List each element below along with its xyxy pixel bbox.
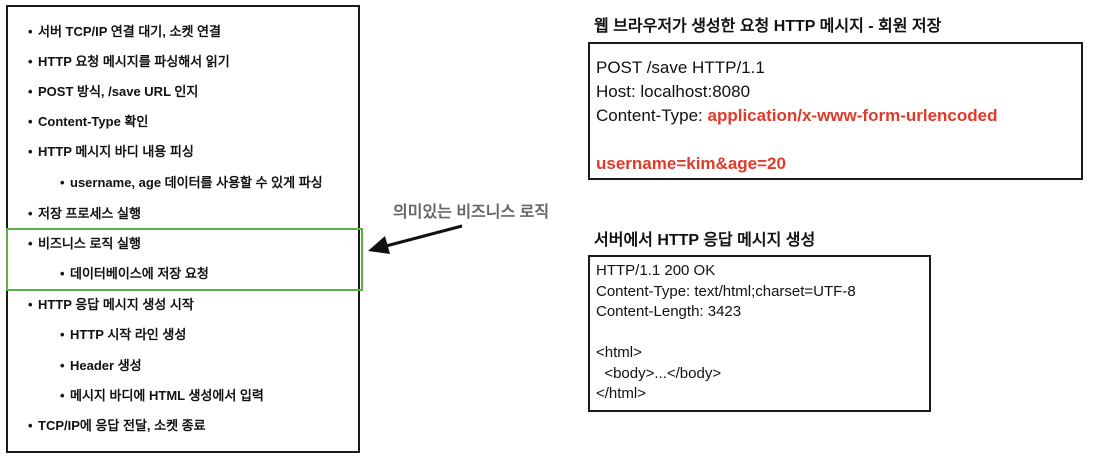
response-line: Content-Length: 3423 [596, 303, 742, 320]
bullet-icon: • [60, 175, 65, 190]
step-text: 비즈니스 로직 실행 [38, 236, 141, 251]
step-item: • HTTP 요청 메시지를 파싱해서 읽기 [28, 54, 230, 70]
response-line [596, 323, 929, 344]
business-logic-annotation: 의미있는 비즈니스 로직 [393, 204, 550, 221]
step-item: • 서버 TCP/IP 연결 대기, 소켓 연결 [28, 24, 221, 40]
step-item: • TCP/IP에 응답 전달, 소켓 종료 [28, 418, 206, 434]
response-line: Content-Type: text/html;charset=UTF-8 [596, 282, 856, 300]
response-line: <html> [596, 344, 642, 361]
step-text: Content-Type 확인 [38, 114, 149, 129]
step-text: 서버 TCP/IP 연결 대기, 소켓 연결 [38, 24, 221, 39]
response-line: </html> [596, 385, 647, 402]
bullet-icon: • [28, 114, 33, 129]
step-item: • Content-Type 확인 [28, 114, 148, 130]
business-logic-highlight [6, 228, 363, 291]
step-item: • 비즈니스 로직 실행 [28, 236, 141, 252]
request-message-box: POST /save HTTP/1.1 Host: localhost:8080… [588, 42, 1083, 180]
request-line: POST /save HTTP/1.1 [596, 58, 765, 77]
content-type-header: Content-Type: application/x-www-form-url… [596, 104, 1081, 128]
step-item: • HTTP 응답 메시지 생성 시작 [28, 297, 194, 313]
bullet-icon: • [28, 206, 33, 221]
blank-line [596, 128, 1081, 152]
step-text: POST 방식, /save URL 인지 [38, 84, 199, 99]
response-title: 서버에서 HTTP 응답 메시지 생성 [594, 232, 816, 249]
step-item: • username, age 데이터를 사용할 수 있게 파싱 [60, 175, 323, 191]
bullet-icon: • [60, 327, 65, 342]
response-line: HTTP/1.1 200 OK [596, 262, 716, 279]
bullet-icon: • [28, 236, 33, 251]
bullet-icon: • [28, 54, 33, 69]
arrow-head [368, 236, 390, 254]
bullet-icon: • [28, 24, 33, 39]
bullet-icon: • [28, 297, 33, 312]
step-item: • Header 생성 [60, 358, 142, 374]
step-item: • POST 방식, /save URL 인지 [28, 84, 198, 100]
step-text: username, age 데이터를 사용할 수 있게 파싱 [70, 175, 323, 190]
step-item: • 저장 프로세스 실행 [28, 206, 141, 222]
request-body: username=kim&age=20 [596, 154, 786, 173]
step-text: HTTP 응답 메시지 생성 시작 [38, 297, 194, 312]
bullet-icon: • [60, 266, 65, 281]
response-line: <body>...</body> [596, 364, 722, 382]
step-text: 저장 프로세스 실행 [38, 206, 141, 221]
step-text: HTTP 요청 메시지를 파싱해서 읽기 [38, 54, 230, 69]
content-type-value: application/x-www-form-urlencoded [707, 106, 998, 125]
step-text: Header 생성 [70, 358, 142, 373]
response-message-box: HTTP/1.1 200 OK Content-Type: text/html;c… [588, 255, 931, 412]
bullet-icon: • [28, 418, 33, 433]
step-text: 메시지 바디에 HTML 생성에서 입력 [70, 388, 264, 403]
step-text: 데이터베이스에 저장 요청 [70, 266, 209, 281]
bullet-icon: • [28, 84, 33, 99]
step-item: • 데이터베이스에 저장 요청 [60, 266, 209, 282]
step-item: • HTTP 시작 라인 생성 [60, 327, 186, 343]
bullet-icon: • [60, 388, 65, 403]
step-text: TCP/IP에 응답 전달, 소켓 종료 [38, 418, 206, 433]
step-item: • 메시지 바디에 HTML 생성에서 입력 [60, 388, 264, 404]
host-header: Host: localhost:8080 [596, 82, 751, 101]
bullet-icon: • [28, 144, 33, 159]
step-item: • HTTP 메시지 바디 내용 피싱 [28, 144, 194, 160]
arrow-shaft [385, 224, 463, 248]
content-type-label: Content-Type: [596, 106, 708, 125]
step-text: HTTP 시작 라인 생성 [70, 327, 187, 342]
request-title: 웹 브라우저가 생성한 요청 HTTP 메시지 - 회원 저장 [594, 18, 942, 35]
step-text: HTTP 메시지 바디 내용 피싱 [38, 144, 194, 159]
bullet-icon: • [60, 358, 65, 373]
